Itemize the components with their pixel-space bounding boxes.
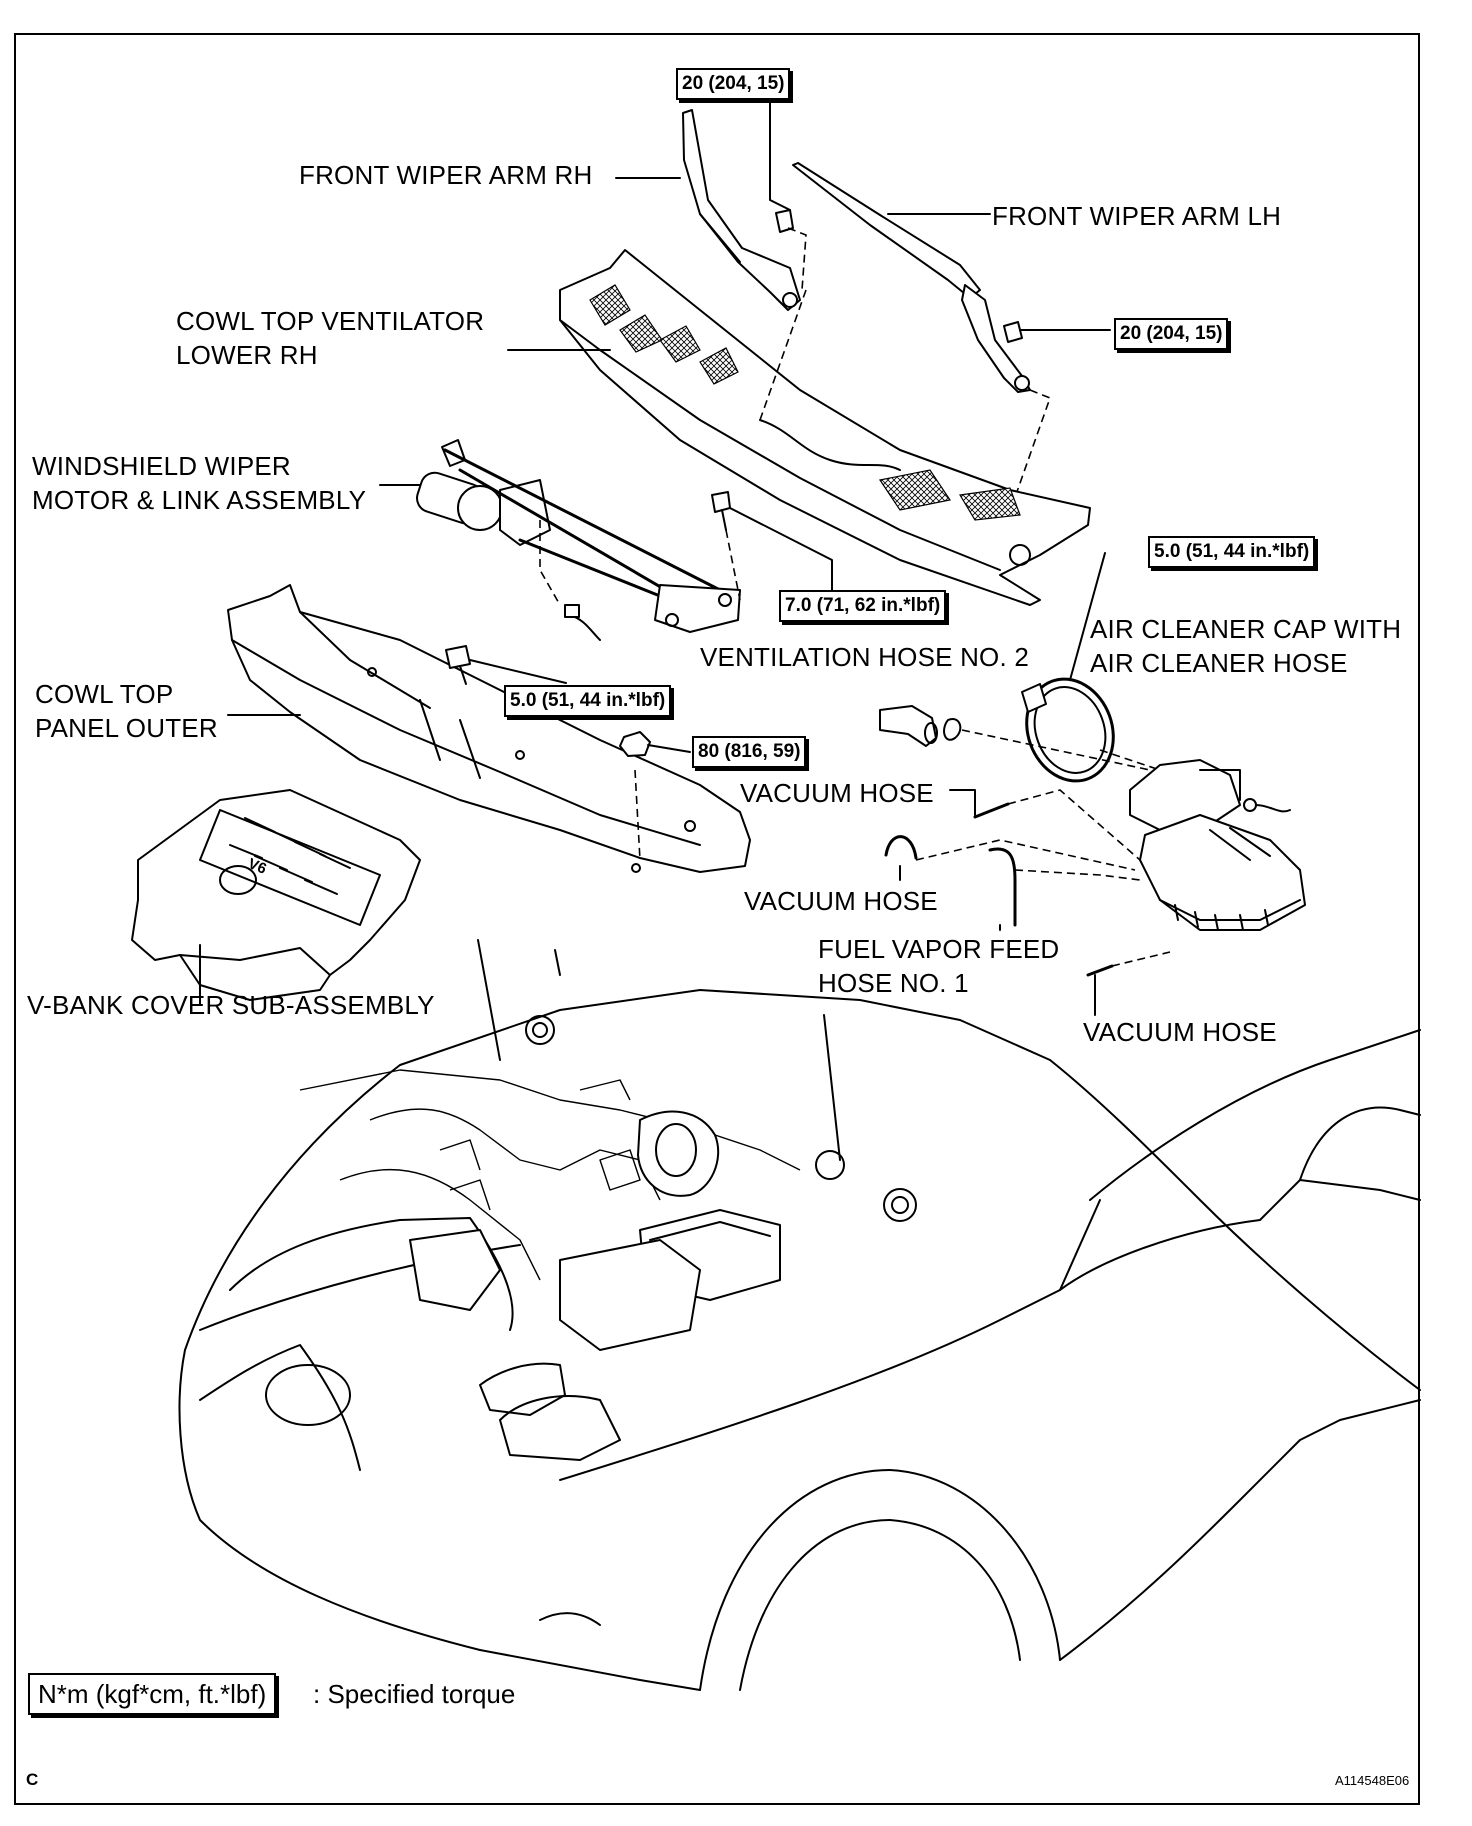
v-bank-cover-drawing <box>131 789 421 1001</box>
figure-id: A114548E06 <box>1335 1773 1410 1788</box>
legend-description: : Specified torque <box>313 1679 516 1709</box>
torque-cowl-panel-nut: 80 (816, 59) <box>692 736 807 768</box>
label-air-cleaner-1: AIR CLEANER CAP WITH <box>1090 614 1402 644</box>
cowl-panel-fasteners-drawing <box>445 645 651 757</box>
torque-wiper-lh: 20 (204, 15) <box>1114 318 1229 350</box>
label-cowl-top-panel-1: COWL TOP <box>35 679 174 709</box>
vacuum-hoses-drawing <box>884 789 1171 977</box>
label-v-bank-cover: V-BANK COVER SUB-ASSEMBLY <box>27 990 435 1020</box>
label-air-cleaner-2: AIR CLEANER HOSE <box>1090 648 1348 678</box>
diagram-frame <box>14 33 1420 1805</box>
label-cowl-top-panel-2: PANEL OUTER <box>35 713 218 743</box>
label-cowl-top-ventilator-2: LOWER RH <box>176 340 318 370</box>
leader-lines <box>199 93 1111 1016</box>
label-cowl-top-ventilator-1: COWL TOP VENTILATOR <box>176 306 485 336</box>
label-front-wiper-arm-lh: FRONT WIPER ARM LH <box>992 201 1282 231</box>
torque-wiper-rh: 20 (204, 15) <box>676 68 791 100</box>
label-fuel-vapor-1: FUEL VAPOR FEED <box>818 934 1060 964</box>
vehicle-drawing <box>178 939 1421 1691</box>
label-vacuum-hose-2: VACUUM HOSE <box>744 886 938 916</box>
label-fuel-vapor-2: HOSE NO. 1 <box>818 968 969 998</box>
label-wiper-motor-2: MOTOR & LINK ASSEMBLY <box>32 485 367 515</box>
cowl-top-panel-outer-drawing <box>227 584 751 873</box>
air-cleaner-clamp-drawing <box>1021 677 1161 783</box>
label-wiper-motor-1: WINDSHIELD WIPER <box>32 451 291 481</box>
ventilation-hose-drawing <box>879 705 1151 771</box>
torque-wiper-motor-bolt: 7.0 (71, 62 in.*lbf) <box>779 590 947 622</box>
label-ventilation-hose-no2: VENTILATION HOSE NO. 2 <box>700 642 1029 672</box>
wiper-motor-link-drawing <box>416 439 741 641</box>
label-front-wiper-arm-rh: FRONT WIPER ARM RH <box>299 160 593 190</box>
section-letter: C <box>26 1770 39 1789</box>
cowl-top-ventilator-drawing <box>559 249 1091 606</box>
torque-air-cleaner-clamp: 5.0 (51, 44 in.*lbf) <box>1148 536 1316 568</box>
label-vacuum-hose-3: VACUUM HOSE <box>1083 1017 1277 1047</box>
label-vacuum-hose-1: VACUUM HOSE <box>740 778 934 808</box>
wiper-motor-bolt-drawing <box>711 491 741 601</box>
legend-unit-box: N*m (kgf*cm, ft.*lbf) <box>28 1673 277 1715</box>
front-wiper-arm-rh-drawing <box>682 109 807 311</box>
torque-cowl-panel-bolt: 5.0 (51, 44 in.*lbf) <box>504 685 672 717</box>
air-cleaner-assembly-drawing <box>1129 759 1306 931</box>
